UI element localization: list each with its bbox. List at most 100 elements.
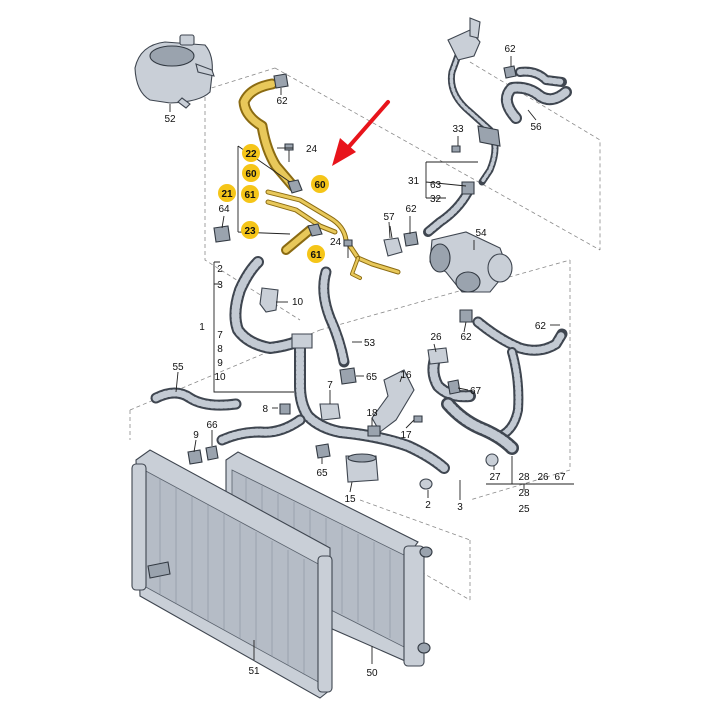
callout-26-group: 26 (537, 472, 549, 483)
callout-25: 25 (518, 504, 530, 515)
callout-57: 57 (383, 212, 395, 223)
callout-2: 2 (425, 500, 431, 511)
coolant-reservoir (134, 34, 215, 109)
badge-22: 22 (242, 144, 260, 162)
clip-64 (213, 225, 231, 243)
fitting-9 (187, 449, 203, 465)
hose-28 (419, 397, 519, 490)
bolt-8 (279, 403, 291, 415)
callout-9-group: 9 (217, 358, 223, 369)
clip-66 (205, 445, 219, 461)
callout-28-group: 28 (518, 472, 530, 483)
callout-65-upper: 65 (366, 372, 378, 383)
callout-65-lower: 65 (316, 468, 328, 479)
pipe-31 (447, 17, 501, 186)
bolt-17 (413, 415, 423, 423)
callout-24-upper: 24 (306, 144, 318, 155)
callout-31: 31 (408, 176, 420, 187)
callout-51: 51 (248, 666, 260, 677)
thermostat-housing-54 (403, 231, 513, 293)
hose-55 (150, 387, 242, 411)
callout-62-top-right: 62 (504, 44, 516, 55)
callout-62-thermostat: 62 (405, 204, 417, 215)
callout-67-upper: 67 (470, 386, 482, 397)
bracket-7 (319, 403, 341, 421)
callout-17: 17 (400, 430, 412, 441)
callout-24-lower: 24 (330, 237, 342, 248)
badge-21: 21 (218, 184, 236, 202)
hose-56 (500, 81, 572, 124)
badge-60-right: 60 (311, 175, 329, 193)
callout-55: 55 (172, 362, 184, 373)
callout-16: 16 (400, 370, 412, 381)
callout-26-upper: 26 (430, 332, 442, 343)
callout-64: 64 (218, 204, 230, 215)
callout-15: 15 (344, 494, 356, 505)
leader-lines (169, 56, 574, 664)
callout-62-upper-left: 62 (276, 96, 288, 107)
clip-62-upper (273, 73, 289, 89)
callout-7: 7 (327, 380, 333, 391)
callout-63: 63 (430, 180, 442, 191)
callout-1: 1 (199, 322, 205, 333)
temperature-sensor-57 (383, 225, 403, 257)
highlighted-hose-23 (281, 225, 315, 255)
bolt-24-upper (284, 143, 294, 162)
callout-56: 56 (530, 122, 542, 133)
callout-7-group: 7 (217, 330, 223, 341)
callout-32: 32 (430, 194, 442, 205)
hose-53 (318, 266, 350, 368)
badge-23-label: 23 (244, 226, 256, 237)
callout-28: 28 (518, 488, 530, 499)
callout-53: 53 (364, 338, 376, 349)
clip-60-upper (287, 179, 303, 194)
callout-2-group: 2 (217, 264, 223, 275)
highlighted-pipe-21 (265, 189, 401, 280)
callout-labels: 52 62 24 62 56 33 31 63 32 57 62 54 24 6… (164, 44, 566, 679)
callout-10-group: 10 (214, 372, 226, 383)
badge-60-right-label: 60 (314, 180, 326, 191)
badge-61-right: 61 (307, 245, 325, 263)
callout-18: 18 (366, 408, 378, 419)
badge-22-label: 22 (245, 149, 257, 160)
callout-3-group: 3 (217, 280, 223, 291)
clip-18 (367, 425, 381, 437)
bracket-16 (371, 369, 415, 433)
callout-10-bracket: 10 (292, 297, 304, 308)
radiator-51 (131, 449, 333, 699)
hose-right-long (459, 309, 568, 441)
callout-33: 33 (452, 124, 464, 135)
callout-27: 27 (489, 472, 501, 483)
callout-62-right: 62 (535, 321, 547, 332)
badge-61-left-label: 61 (244, 190, 256, 201)
callout-67-group: 67 (554, 472, 566, 483)
hose-32 (423, 181, 475, 237)
callout-52: 52 (164, 114, 176, 125)
callout-8: 8 (262, 404, 268, 415)
callout-54: 54 (475, 228, 487, 239)
callout-3: 3 (457, 502, 463, 513)
hose-62-top (503, 65, 567, 87)
callout-50: 50 (366, 668, 378, 679)
red-arrow (332, 100, 390, 166)
callout-62-mid: 62 (460, 332, 472, 343)
highlighted-hose-22 (238, 78, 299, 192)
hose-26 (427, 347, 476, 403)
badge-23: 23 (241, 221, 259, 239)
callout-66: 66 (206, 420, 218, 431)
badge-61-left: 61 (241, 185, 259, 203)
badge-61-right-label: 61 (310, 250, 322, 261)
badge-60-left: 60 (242, 164, 260, 182)
bolt-24-lower (343, 239, 353, 258)
badge-60-left-label: 60 (245, 169, 257, 180)
guide-lines (129, 61, 601, 601)
clamp-65-lower (315, 443, 331, 459)
hose-left-1 (216, 256, 450, 474)
callout-8-group: 8 (217, 344, 223, 355)
callout-9: 9 (193, 430, 199, 441)
bracket-10 (259, 287, 279, 313)
badge-21-label: 21 (221, 189, 233, 200)
clip-61-lower (307, 223, 323, 237)
